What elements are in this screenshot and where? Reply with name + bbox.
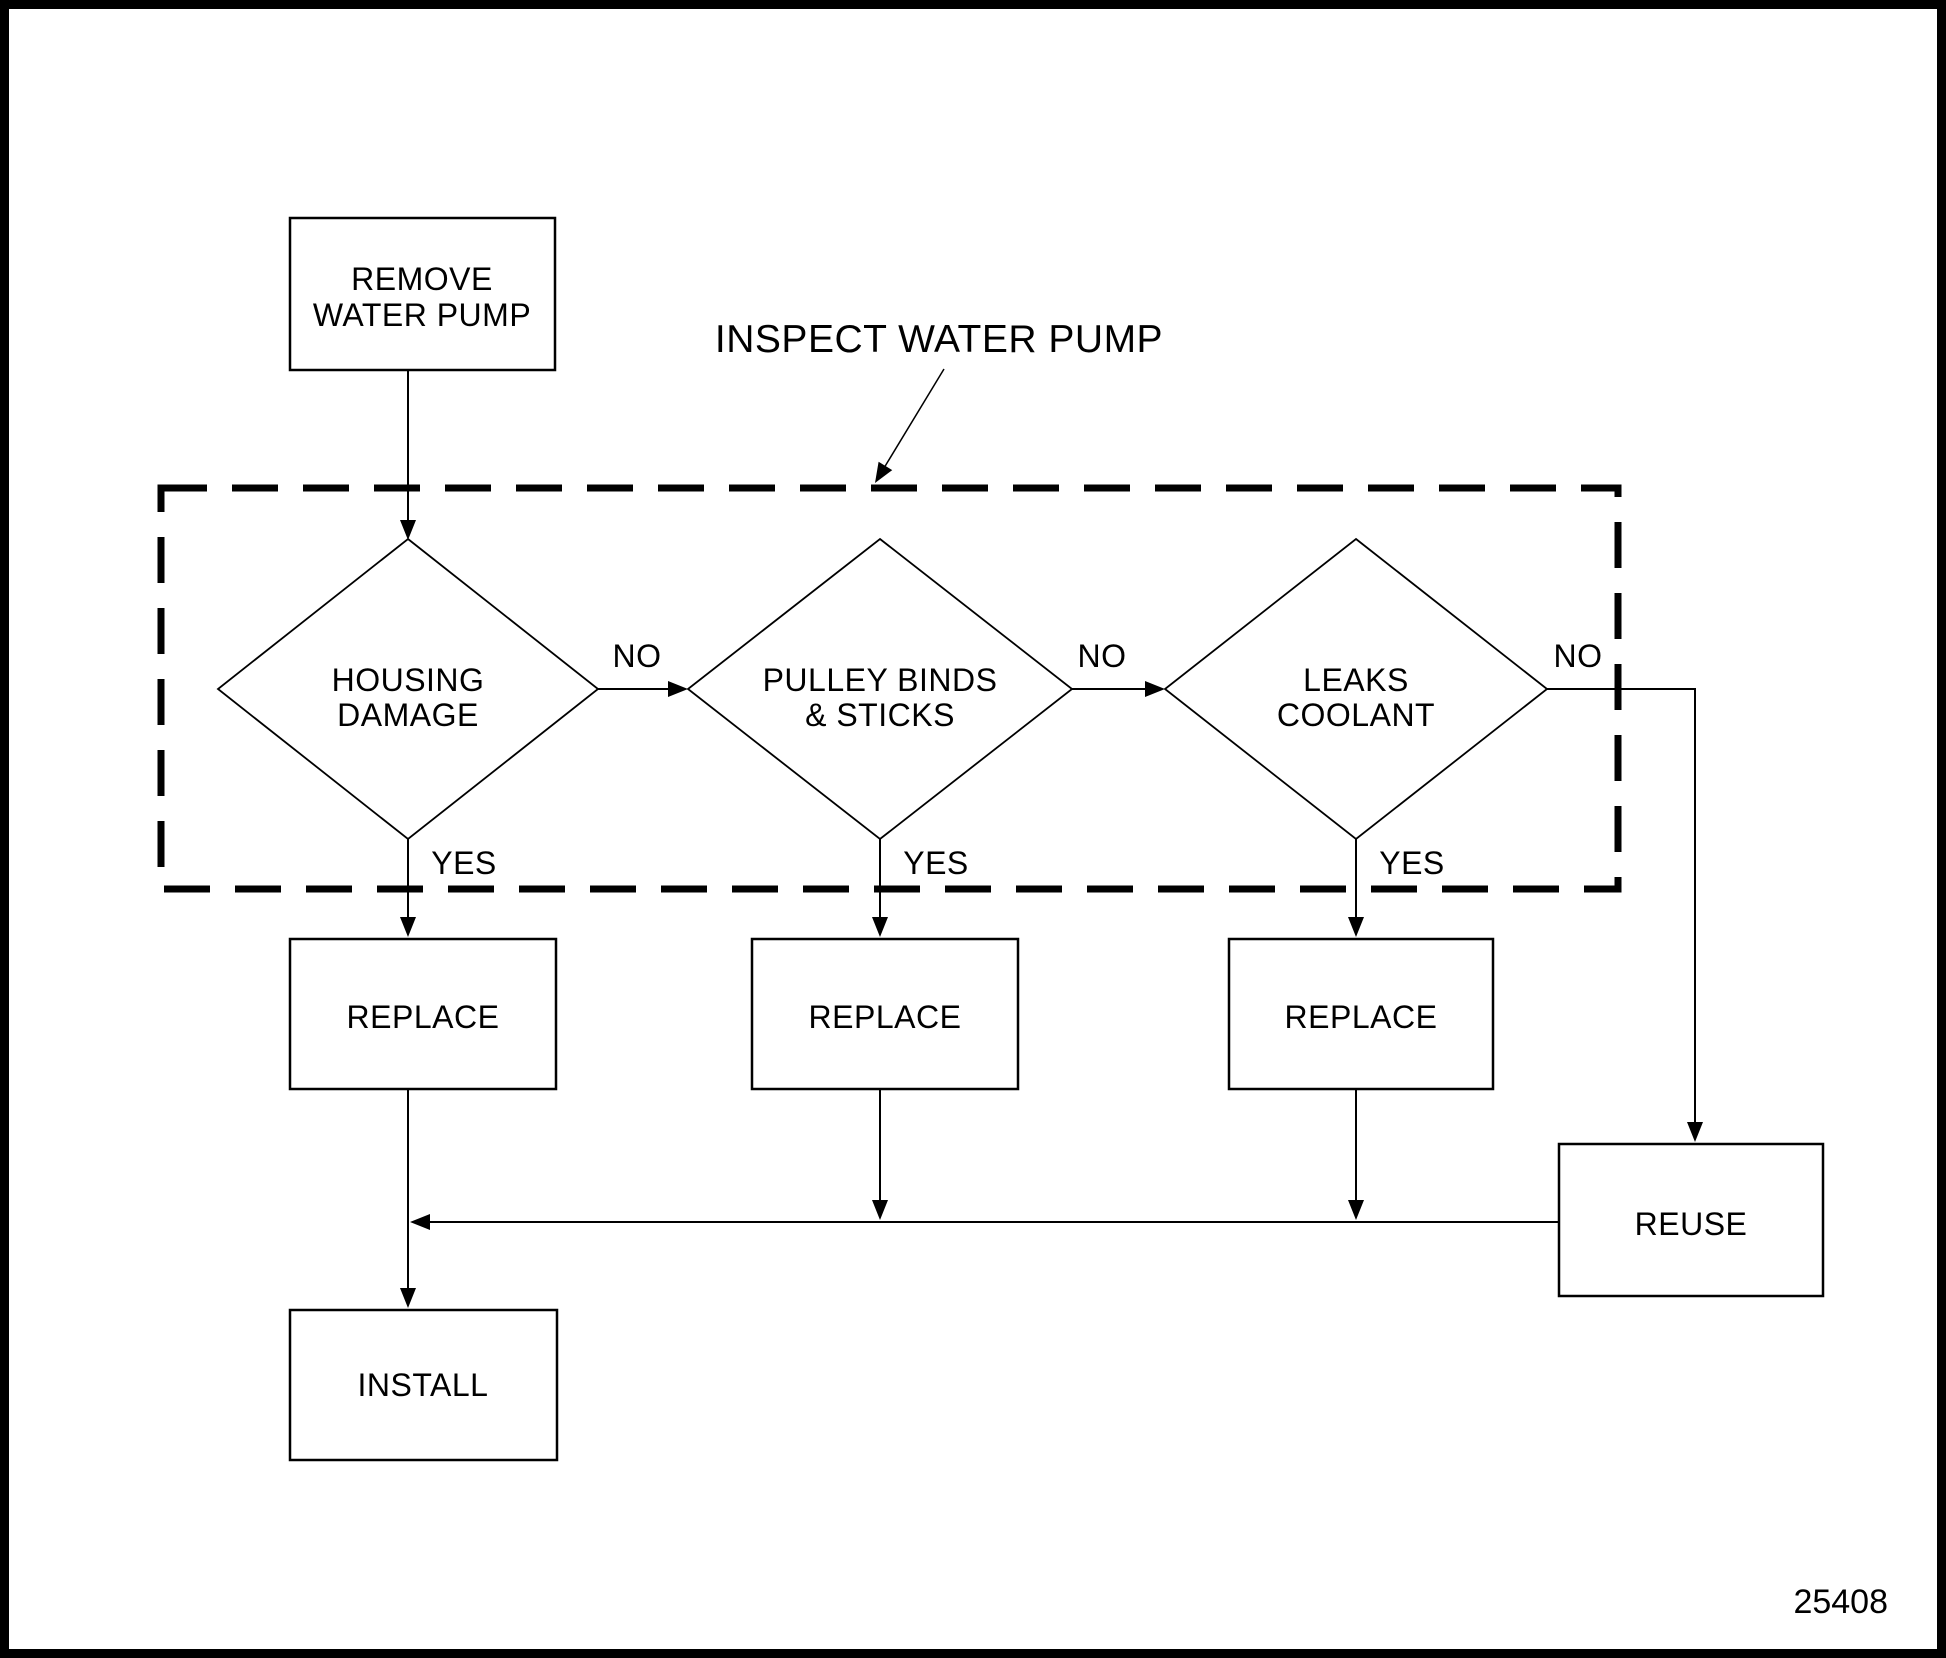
decision-housing-damage-label-line2: DAMAGE [337, 697, 479, 733]
arrowhead-into-reuse [1687, 1122, 1703, 1142]
no-label-pulley: NO [1078, 638, 1127, 674]
decision-pulley-binds-label-line2: & STICKS [805, 697, 955, 733]
remove-water-pump-label-line2: WATER PUMP [313, 297, 531, 333]
decision-pulley-binds [686, 537, 1074, 841]
decision-leaks-coolant-label-line1: LEAKS [1303, 662, 1409, 698]
arrowhead-collector-left [410, 1214, 430, 1230]
decision-housing-damage [216, 537, 600, 841]
arrowhead-replace3-collector [1348, 1200, 1364, 1220]
reuse-box-label: REUSE [1635, 1206, 1748, 1242]
decision-leaks-coolant-label-line2: COOLANT [1277, 697, 1435, 733]
yes-label-pulley: YES [903, 845, 969, 881]
no-label-housing: NO [613, 638, 662, 674]
arrowhead-inspect-leader [875, 461, 893, 483]
no-label-leaks: NO [1554, 638, 1603, 674]
replace-box-1-label: REPLACE [347, 999, 500, 1035]
replace-box-2-label: REPLACE [809, 999, 962, 1035]
arrowhead-into-replace1 [400, 917, 416, 937]
decision-leaks-coolant [1163, 537, 1549, 841]
replace-box-1 [288, 937, 558, 1091]
inspect-water-pump-label: INSPECT WATER PUMP [715, 318, 1163, 361]
figure-number: 25408 [1793, 1583, 1888, 1621]
arrowhead-into-leaks [1145, 681, 1165, 697]
arrowhead-into-housing [400, 520, 416, 540]
replace-box-2 [750, 937, 1020, 1091]
arrowhead-into-replace3 [1348, 917, 1364, 937]
remove-water-pump-label-line1: REMOVE [351, 261, 493, 297]
decision-pulley-binds-label-line1: PULLEY BINDS [763, 662, 998, 698]
install-box-label: INSTALL [358, 1367, 489, 1403]
inspect-label-leader-line [883, 368, 945, 469]
remove-water-pump-box [288, 216, 557, 372]
yes-label-housing: YES [431, 845, 497, 881]
replace-box-3 [1227, 937, 1495, 1091]
arrowhead-replace2-collector [872, 1200, 888, 1220]
arrowhead-into-install [400, 1288, 416, 1308]
connector-no-leaks-to-reuse [1547, 688, 1696, 1124]
replace-box-3-label: REPLACE [1285, 999, 1438, 1035]
yes-label-leaks: YES [1379, 845, 1445, 881]
reuse-box [1557, 1142, 1825, 1298]
arrowhead-into-replace2 [872, 917, 888, 937]
install-box [288, 1308, 559, 1462]
decision-housing-damage-label-line1: HOUSING [332, 662, 485, 698]
arrowhead-into-pulley [668, 681, 688, 697]
